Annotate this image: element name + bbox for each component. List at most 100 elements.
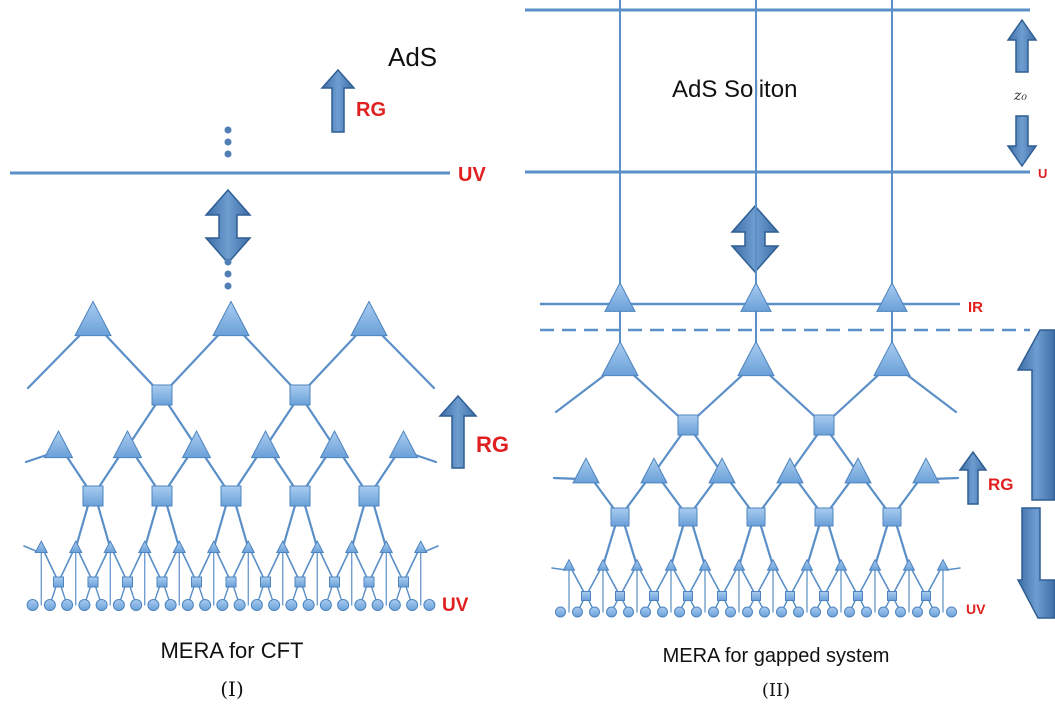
site-node — [589, 606, 600, 618]
disentangler-square — [683, 591, 693, 601]
left-rg-label-mid: RG — [476, 432, 509, 457]
site-node — [725, 606, 736, 618]
left-rg-label-top: RG — [356, 99, 386, 121]
site-node — [112, 599, 125, 611]
site-node — [929, 606, 940, 618]
isometry-triangle — [664, 558, 678, 571]
site-node — [147, 599, 160, 611]
isometry-triangle — [112, 429, 143, 459]
isometry-triangle — [912, 457, 940, 484]
up-arrow-icon — [438, 394, 478, 469]
disentangler-square — [649, 591, 659, 601]
disentangler-square — [678, 507, 698, 527]
site-node — [233, 599, 246, 611]
network-edge — [805, 521, 822, 568]
disentangler-square — [882, 507, 902, 527]
site-node — [388, 599, 401, 611]
disentangler-square — [610, 507, 630, 527]
network-edge — [143, 500, 160, 550]
isometry-triangle — [740, 281, 772, 312]
disentangler-square — [581, 591, 591, 601]
network-edge — [164, 500, 181, 550]
site-node — [759, 606, 770, 618]
network-edge — [281, 500, 298, 550]
network-edge — [373, 326, 436, 390]
site-node — [776, 606, 787, 618]
site-node — [302, 599, 315, 611]
disentangler-square — [329, 576, 340, 588]
left-ads-label: AdS — [388, 42, 437, 72]
site-node — [43, 599, 56, 611]
site-node — [319, 599, 332, 611]
isometry-triangle — [601, 340, 639, 377]
network-edge — [788, 429, 822, 475]
site-node — [640, 606, 651, 618]
network-edge — [826, 521, 843, 568]
disentangler-square — [151, 485, 173, 507]
disentangler-square — [191, 576, 202, 588]
disentangler-square — [260, 576, 271, 588]
isometry-triangle — [732, 558, 746, 571]
isometry-triangle — [902, 558, 916, 571]
isometry-triangle — [936, 558, 950, 571]
disentangler-square — [398, 576, 409, 588]
left-caption: MERA for CFT — [160, 638, 303, 663]
network-edge — [97, 326, 164, 397]
isometry-triangle — [640, 457, 668, 484]
disentangler-square — [225, 576, 237, 588]
network-edge — [233, 500, 250, 550]
site-node — [337, 599, 350, 611]
disentangler-square — [746, 507, 766, 527]
network-edge — [74, 500, 91, 550]
network-edge — [669, 521, 686, 568]
isometry-triangle — [181, 429, 212, 459]
right-rg-label: RG — [988, 475, 1014, 494]
left-uv-label-top: UV — [458, 164, 486, 186]
site-node — [555, 606, 566, 618]
up-arrow-icon — [320, 68, 356, 133]
disentangler-square — [785, 591, 795, 601]
site-node — [878, 606, 889, 618]
isometry-triangle — [776, 457, 804, 484]
network-edge — [235, 326, 302, 397]
site-node — [946, 606, 957, 618]
network-edge — [302, 500, 319, 550]
isometry-triangle — [868, 558, 882, 571]
isometry-triangle — [206, 540, 221, 554]
network-edge — [26, 326, 89, 390]
disentangler-square — [294, 576, 306, 588]
site-node — [657, 606, 668, 618]
network-edge — [894, 521, 911, 568]
isometry-triangle — [172, 540, 187, 554]
isometry-triangle — [604, 281, 636, 312]
site-node — [371, 599, 384, 611]
disentangler-square — [289, 384, 311, 406]
site-node — [130, 599, 143, 611]
site-node — [810, 606, 821, 618]
isometry-triangle — [68, 540, 83, 554]
network-edge — [652, 429, 686, 475]
site-node — [95, 599, 108, 611]
isometry-triangle — [596, 558, 610, 571]
network-edge — [622, 521, 639, 568]
site-node — [861, 606, 872, 618]
network-edge — [826, 429, 860, 475]
vertical-ellipsis-icon — [224, 126, 232, 158]
network-edge — [212, 500, 229, 550]
site-node — [912, 606, 923, 618]
disentangler-square — [887, 591, 897, 601]
network-edge — [758, 521, 775, 568]
isometry-triangle — [103, 540, 118, 554]
isometry-triangle — [350, 300, 388, 337]
network-edge — [690, 521, 707, 568]
site-node — [572, 606, 583, 618]
z0-label: z₀ — [1013, 88, 1027, 104]
site-node — [268, 599, 281, 611]
site-node — [181, 599, 194, 611]
vertical-ellipsis-icon — [224, 258, 232, 290]
network-edge — [601, 521, 618, 568]
isometry-triangle — [212, 300, 250, 337]
isometry-triangle — [250, 429, 281, 459]
disentangler-square — [151, 384, 173, 406]
